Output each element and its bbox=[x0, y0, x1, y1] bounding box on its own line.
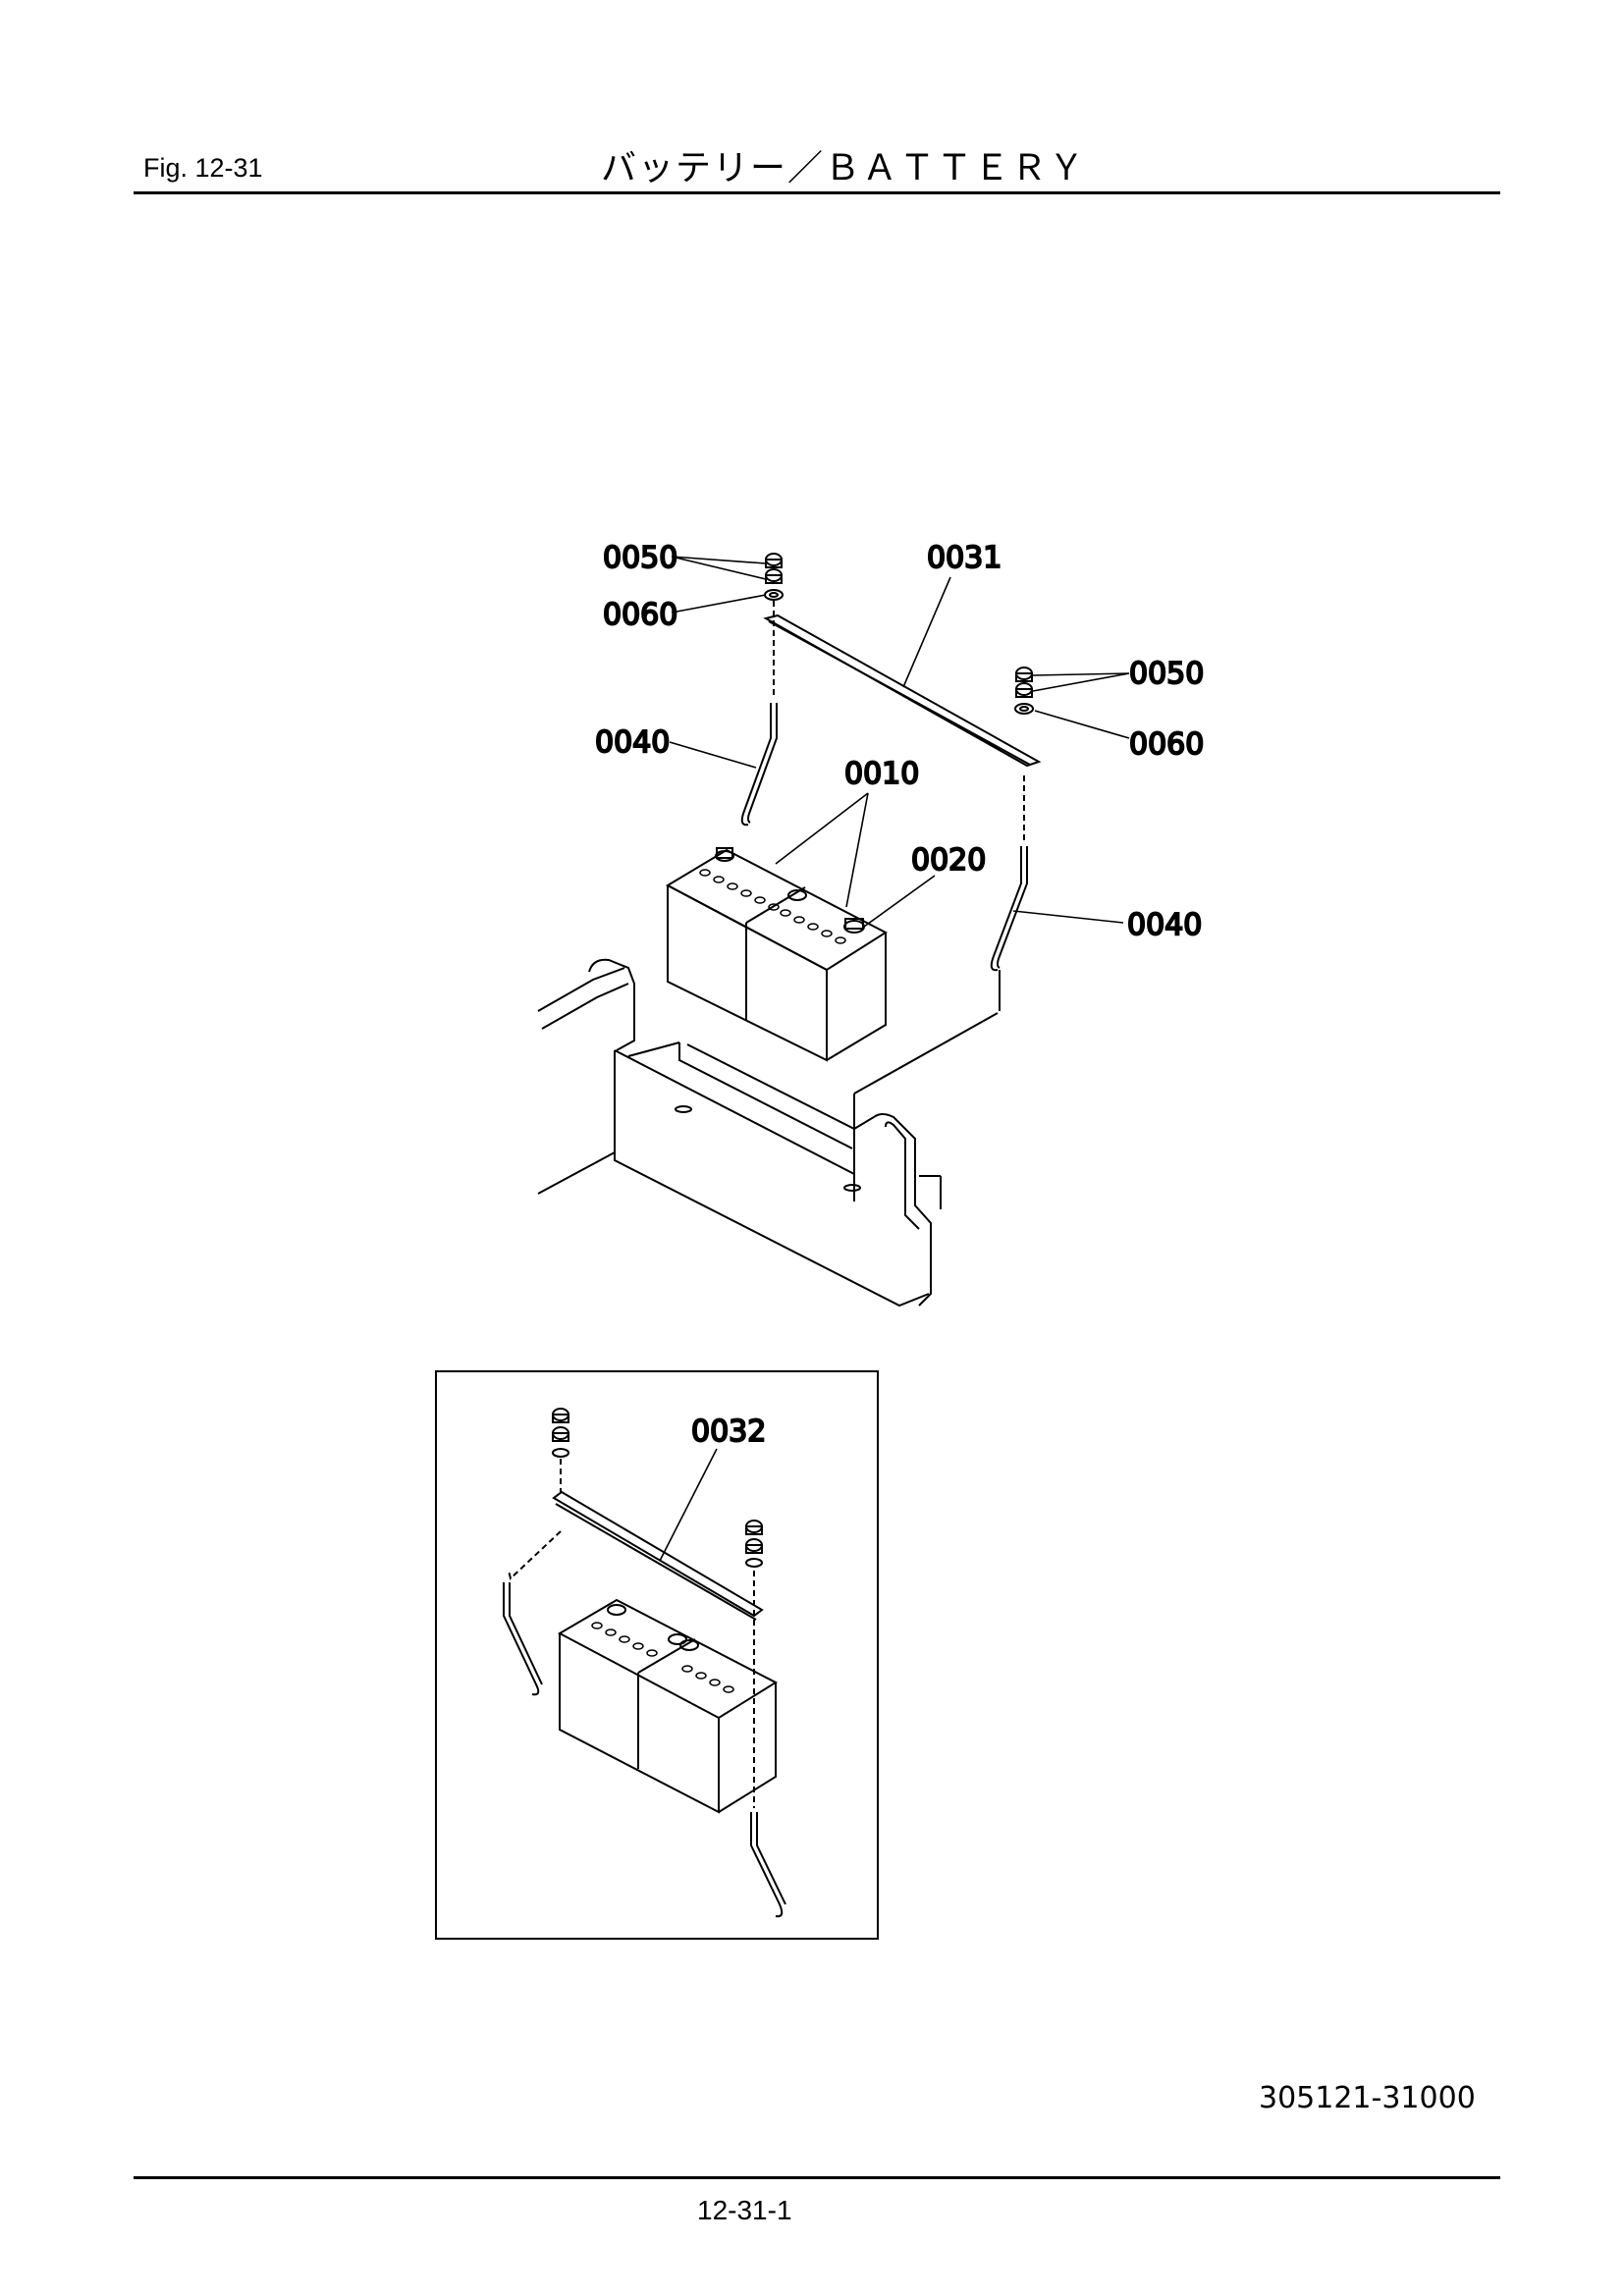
callout-0040-left: 0040 bbox=[595, 725, 670, 760]
battery-0010 bbox=[665, 847, 889, 1062]
callout-0050-top-left: 0050 bbox=[603, 541, 677, 575]
callout-0010: 0010 bbox=[844, 757, 919, 791]
footer-rule bbox=[134, 2176, 1500, 2179]
page-number: 12-31-1 bbox=[697, 2195, 792, 2225]
rod-0040-left bbox=[740, 620, 778, 827]
inset-frame bbox=[435, 1370, 879, 1940]
header-rule bbox=[134, 191, 1500, 194]
callout-0031: 0031 bbox=[927, 541, 1001, 575]
nut-washer-stack-right bbox=[1014, 667, 1034, 842]
nut-washer-stack-left bbox=[764, 553, 784, 616]
callout-leaders bbox=[669, 556, 1130, 928]
inset-diagram bbox=[503, 1408, 786, 1918]
callout-0060-right: 0060 bbox=[1129, 727, 1204, 762]
figure-number: Fig. 12-31 bbox=[143, 153, 263, 183]
page-title: バッテリー／ＢＡＴＴＥＲＹ bbox=[601, 148, 1087, 188]
bar-0031 bbox=[763, 614, 1042, 768]
rod-0040-right bbox=[990, 846, 1028, 1011]
callout-0032: 0032 bbox=[691, 1415, 766, 1449]
battery-tray-frame bbox=[537, 958, 999, 1308]
drawing-number: 305121-31000 bbox=[1259, 2081, 1476, 2115]
callout-0060-top-left: 0060 bbox=[603, 598, 677, 632]
callout-0040-right: 0040 bbox=[1127, 908, 1202, 942]
callout-0020: 0020 bbox=[911, 843, 986, 878]
callout-0050-right: 0050 bbox=[1129, 657, 1204, 691]
